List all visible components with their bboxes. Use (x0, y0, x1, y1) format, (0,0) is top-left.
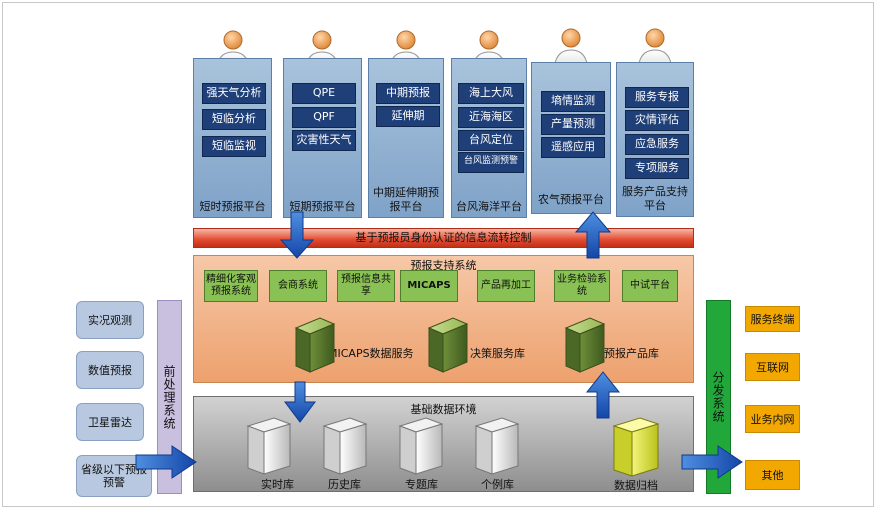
archive-server-icon (612, 417, 660, 477)
platform-item: 专项服务 (625, 158, 689, 179)
platform-item: 台风监测预警 (458, 152, 524, 173)
server-icon (398, 417, 444, 475)
output-internet: 互联网 (745, 353, 800, 381)
support-item: 预报信息共享 (337, 270, 395, 302)
server-label: 专题库 (405, 478, 438, 491)
base-title: 基础数据环境 (410, 403, 477, 416)
platform-short-time: 强天气分析 短临分析 短临监视 短时预报平台 (193, 58, 272, 218)
server-icon (322, 417, 368, 475)
input-nwp: 数值预报 (76, 351, 144, 389)
distribution-label: 分发系统 (711, 371, 725, 423)
support-item: 产品再加工 (477, 270, 535, 302)
support-title: 预报支持系统 (410, 259, 477, 272)
platform-service-products: 服务专报 灾情评估 应急服务 专项服务 服务产品支持 平台 (616, 62, 694, 217)
platform-title: 台风海洋平台 (456, 200, 522, 213)
platform-item: 强天气分析 (202, 83, 266, 104)
platform-title: 农气预报平台 (538, 193, 604, 206)
support-item: 会商系统 (269, 270, 327, 302)
server-icon (474, 417, 520, 475)
platform-item: QPF (292, 107, 356, 128)
platform-item: 台风定位 (458, 130, 524, 151)
server-label: 预报产品库 (604, 347, 659, 360)
server-label: 决策服务库 (470, 347, 525, 360)
platform-item: 产量预测 (541, 114, 605, 135)
support-item: 中试平台 (622, 270, 678, 302)
base-data-environment: 基础数据环境 实时库 历史库 专题库 个例库 数据归档 (193, 396, 694, 492)
input-satellite-radar: 卫星雷达 (76, 403, 144, 441)
platform-item: 遥感应用 (541, 137, 605, 158)
preprocess-label: 前处理系统 (162, 364, 176, 430)
arrow-down-icon (284, 381, 316, 423)
platform-item: 灾害性天气 (292, 130, 356, 151)
platform-item: 短临分析 (202, 109, 266, 130)
platform-title: 短时预报平台 (199, 200, 266, 213)
arrow-right-icon (681, 445, 743, 479)
platform-title-line: 平台 (644, 199, 666, 212)
platform-item: 延伸期 (376, 106, 440, 127)
server-icon (564, 317, 606, 373)
platform-item: 应急服务 (625, 134, 689, 155)
info-flow-control-banner: 基于预报员身份认证的信息流转控制 (193, 228, 694, 248)
server-icon (294, 317, 336, 373)
platform-item: 服务专报 (625, 87, 689, 108)
server-label: 历史库 (328, 478, 361, 491)
platform-title: 服务产品支持 平台 (617, 185, 693, 213)
server-label: 个例库 (481, 478, 514, 491)
platform-typhoon-ocean: 海上大风 近海海区 台风定位 台风监测预警 台风海洋平台 (451, 58, 527, 218)
server-icon (427, 317, 469, 373)
platform-title: 短期预报平台 (289, 200, 356, 213)
platform-item: 近海海区 (458, 107, 524, 128)
platform-item: 灾情评估 (625, 110, 689, 131)
output-other: 其他 (745, 460, 800, 490)
platform-item: 短临监视 (202, 136, 266, 157)
server-label: 实时库 (261, 478, 294, 491)
platform-agro: 墒情监测 产量预测 遥感应用 农气预报平台 (531, 62, 611, 214)
platform-title: 中期延伸期预 报平台 (369, 186, 443, 214)
platform-title-line: 服务产品支持 (622, 185, 688, 198)
platform-title-line: 报平台 (389, 200, 423, 213)
platform-title-line: 中期延伸期预 (373, 186, 439, 199)
support-item: 精细化客观预报系统 (204, 270, 258, 302)
support-item: 业务检验系统 (554, 270, 610, 302)
platform-short-range: QPE QPF 灾害性天气 短期预报平台 (283, 58, 362, 218)
arrow-up-icon (585, 371, 621, 419)
platform-item: 中期预报 (376, 83, 440, 104)
server-label: MICAPS数据服务 (328, 347, 414, 360)
output-service-terminal: 服务终端 (745, 306, 800, 332)
support-item: MICAPS (400, 270, 458, 302)
input-observation: 实况观测 (76, 301, 144, 339)
arrow-right-icon (135, 445, 197, 479)
platform-item: QPE (292, 83, 356, 104)
server-icon (246, 417, 292, 475)
platform-item: 墒情监测 (541, 91, 605, 112)
output-intranet: 业务内网 (745, 405, 800, 433)
arrow-down-icon (279, 211, 315, 259)
server-label: 数据归档 (614, 479, 658, 492)
platform-item: 海上大风 (458, 83, 524, 104)
platform-medium-range: 中期预报 延伸期 中期延伸期预 报平台 (368, 58, 444, 218)
arrow-up-icon (574, 211, 612, 259)
